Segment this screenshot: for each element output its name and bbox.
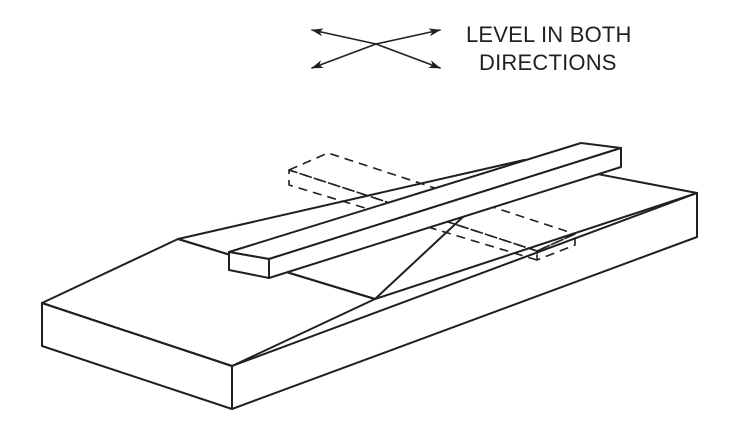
slab-top-surface (177, 159, 698, 300)
arrow-down-left (311, 43, 377, 69)
caption-line-1: LEVEL IN BOTH (466, 22, 632, 47)
straightedge-crosswise-dashed (288, 152, 576, 261)
dashed-bar-front (288, 169, 538, 261)
bar-end-face (228, 251, 270, 279)
bar-side-face (268, 147, 622, 279)
crossed-arrows-icon (311, 28, 441, 69)
dashed-bar-top (288, 152, 576, 252)
caption-line-2: DIRECTIONS (479, 50, 617, 75)
slab-right-face (231, 192, 698, 410)
bar-top-face (228, 142, 622, 260)
arrow-up-right (375, 28, 441, 45)
arrow-up-left (311, 28, 377, 45)
arrow-down-right (375, 43, 441, 69)
dashed-bar-end (536, 233, 576, 261)
straightedge-lengthwise (228, 142, 622, 279)
base-slab (41, 159, 698, 410)
